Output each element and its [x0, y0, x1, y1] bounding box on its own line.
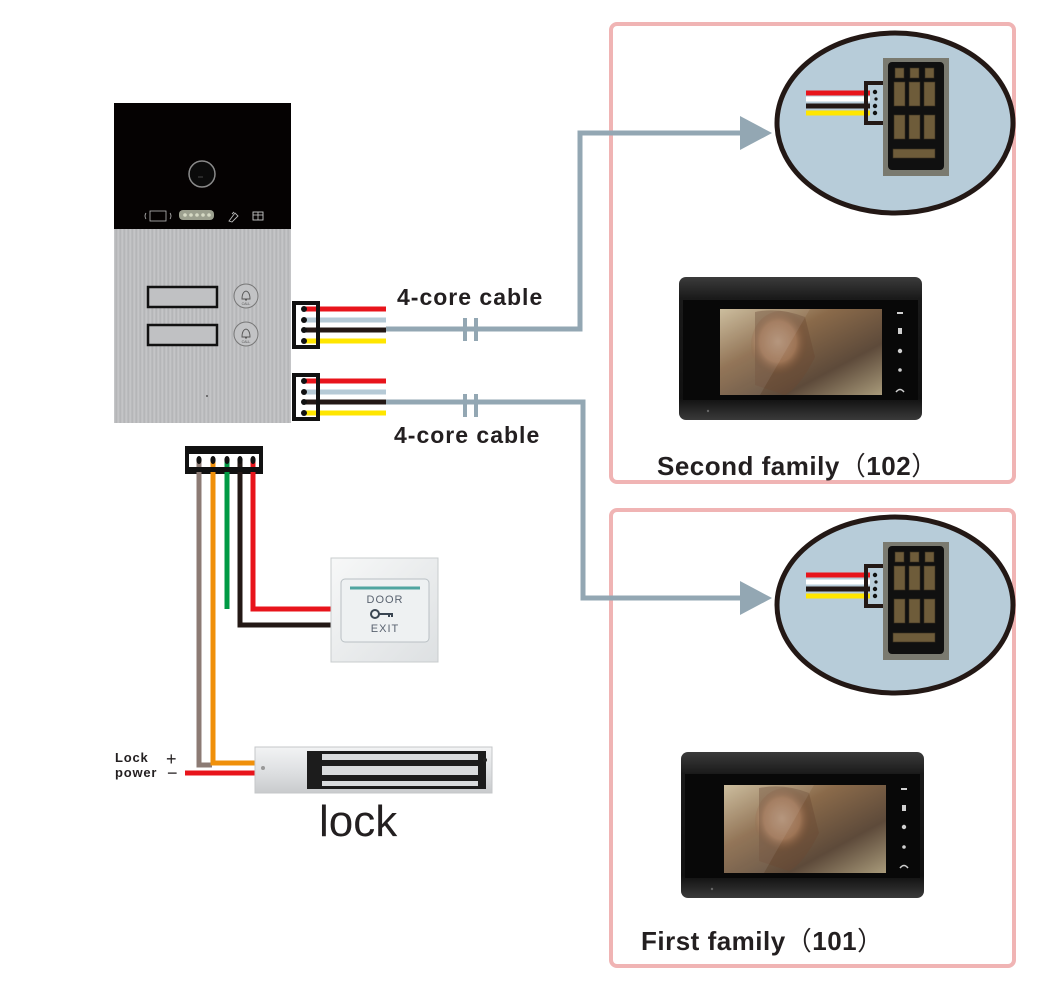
monitor-touch-icons	[899, 788, 909, 869]
card-reader-icon	[144, 210, 172, 222]
wire-orange	[210, 460, 256, 766]
lock-title: lock	[319, 797, 398, 846]
outdoor-station: CALL CALL	[114, 103, 291, 423]
cable-to-101	[386, 399, 742, 601]
exit-button-door-label: DOOR	[367, 594, 404, 606]
lock-power-plus: +	[166, 749, 177, 769]
wire-black	[237, 460, 332, 628]
connector-detail-102	[774, 30, 1016, 216]
monitor-touch-icons	[895, 312, 905, 393]
call-button-label: CALL	[242, 302, 251, 306]
arrow-to-101	[740, 581, 772, 615]
family-name: First family	[641, 926, 786, 956]
cable-label-102: 4-core cable	[397, 284, 544, 310]
wire-brown	[196, 460, 212, 768]
family-paren-open: （	[839, 451, 867, 481]
unlock-icon	[228, 211, 239, 223]
family-box-101	[609, 508, 1016, 968]
bell-icon	[241, 290, 251, 301]
camera-lens-icon	[188, 160, 216, 188]
lock-exit-connector	[185, 446, 332, 776]
family-label-102: Second family（102）	[657, 446, 938, 483]
family-name: Second family	[657, 451, 840, 481]
arrow-to-102	[740, 116, 772, 150]
connector-102	[292, 301, 386, 349]
lock-power-line2: power	[115, 765, 158, 780]
connector-101	[292, 373, 386, 421]
indoor-monitor-101	[681, 752, 924, 898]
bell-icon	[241, 328, 251, 339]
call-button-label: CALL	[242, 340, 251, 344]
call-button-101[interactable]: CALL	[233, 321, 259, 347]
cable-break-101	[463, 394, 478, 417]
exit-button[interactable]: DOOR EXIT	[330, 557, 439, 663]
lock-power-minus: −	[167, 763, 178, 783]
mailbox-icon	[252, 211, 264, 221]
key-icon	[370, 609, 393, 619]
wire-red	[250, 460, 332, 612]
family-paren-close: ）	[911, 451, 938, 481]
cable-to-102	[386, 130, 742, 332]
call-button-102[interactable]: CALL	[233, 283, 259, 309]
cable-break-102	[463, 318, 478, 341]
family-paren-open: （	[785, 926, 813, 956]
family-unit: 101	[812, 926, 858, 956]
family-unit: 102	[866, 451, 912, 481]
exit-button-exit-label: EXIT	[371, 623, 399, 635]
lock-power-line1: Lock	[115, 750, 149, 765]
indoor-monitor-102	[679, 277, 922, 420]
cable-label-101: 4-core cable	[394, 422, 541, 448]
connector-detail-101	[774, 514, 1016, 696]
lock-power-label: Lock power	[115, 750, 157, 780]
nameplate-101	[146, 323, 219, 347]
nameplate-102	[146, 285, 219, 309]
family-box-102	[609, 22, 1016, 484]
family-paren-close: ）	[857, 926, 884, 956]
magnetic-lock	[254, 746, 493, 794]
family-label-101: First family（101）	[641, 921, 884, 958]
